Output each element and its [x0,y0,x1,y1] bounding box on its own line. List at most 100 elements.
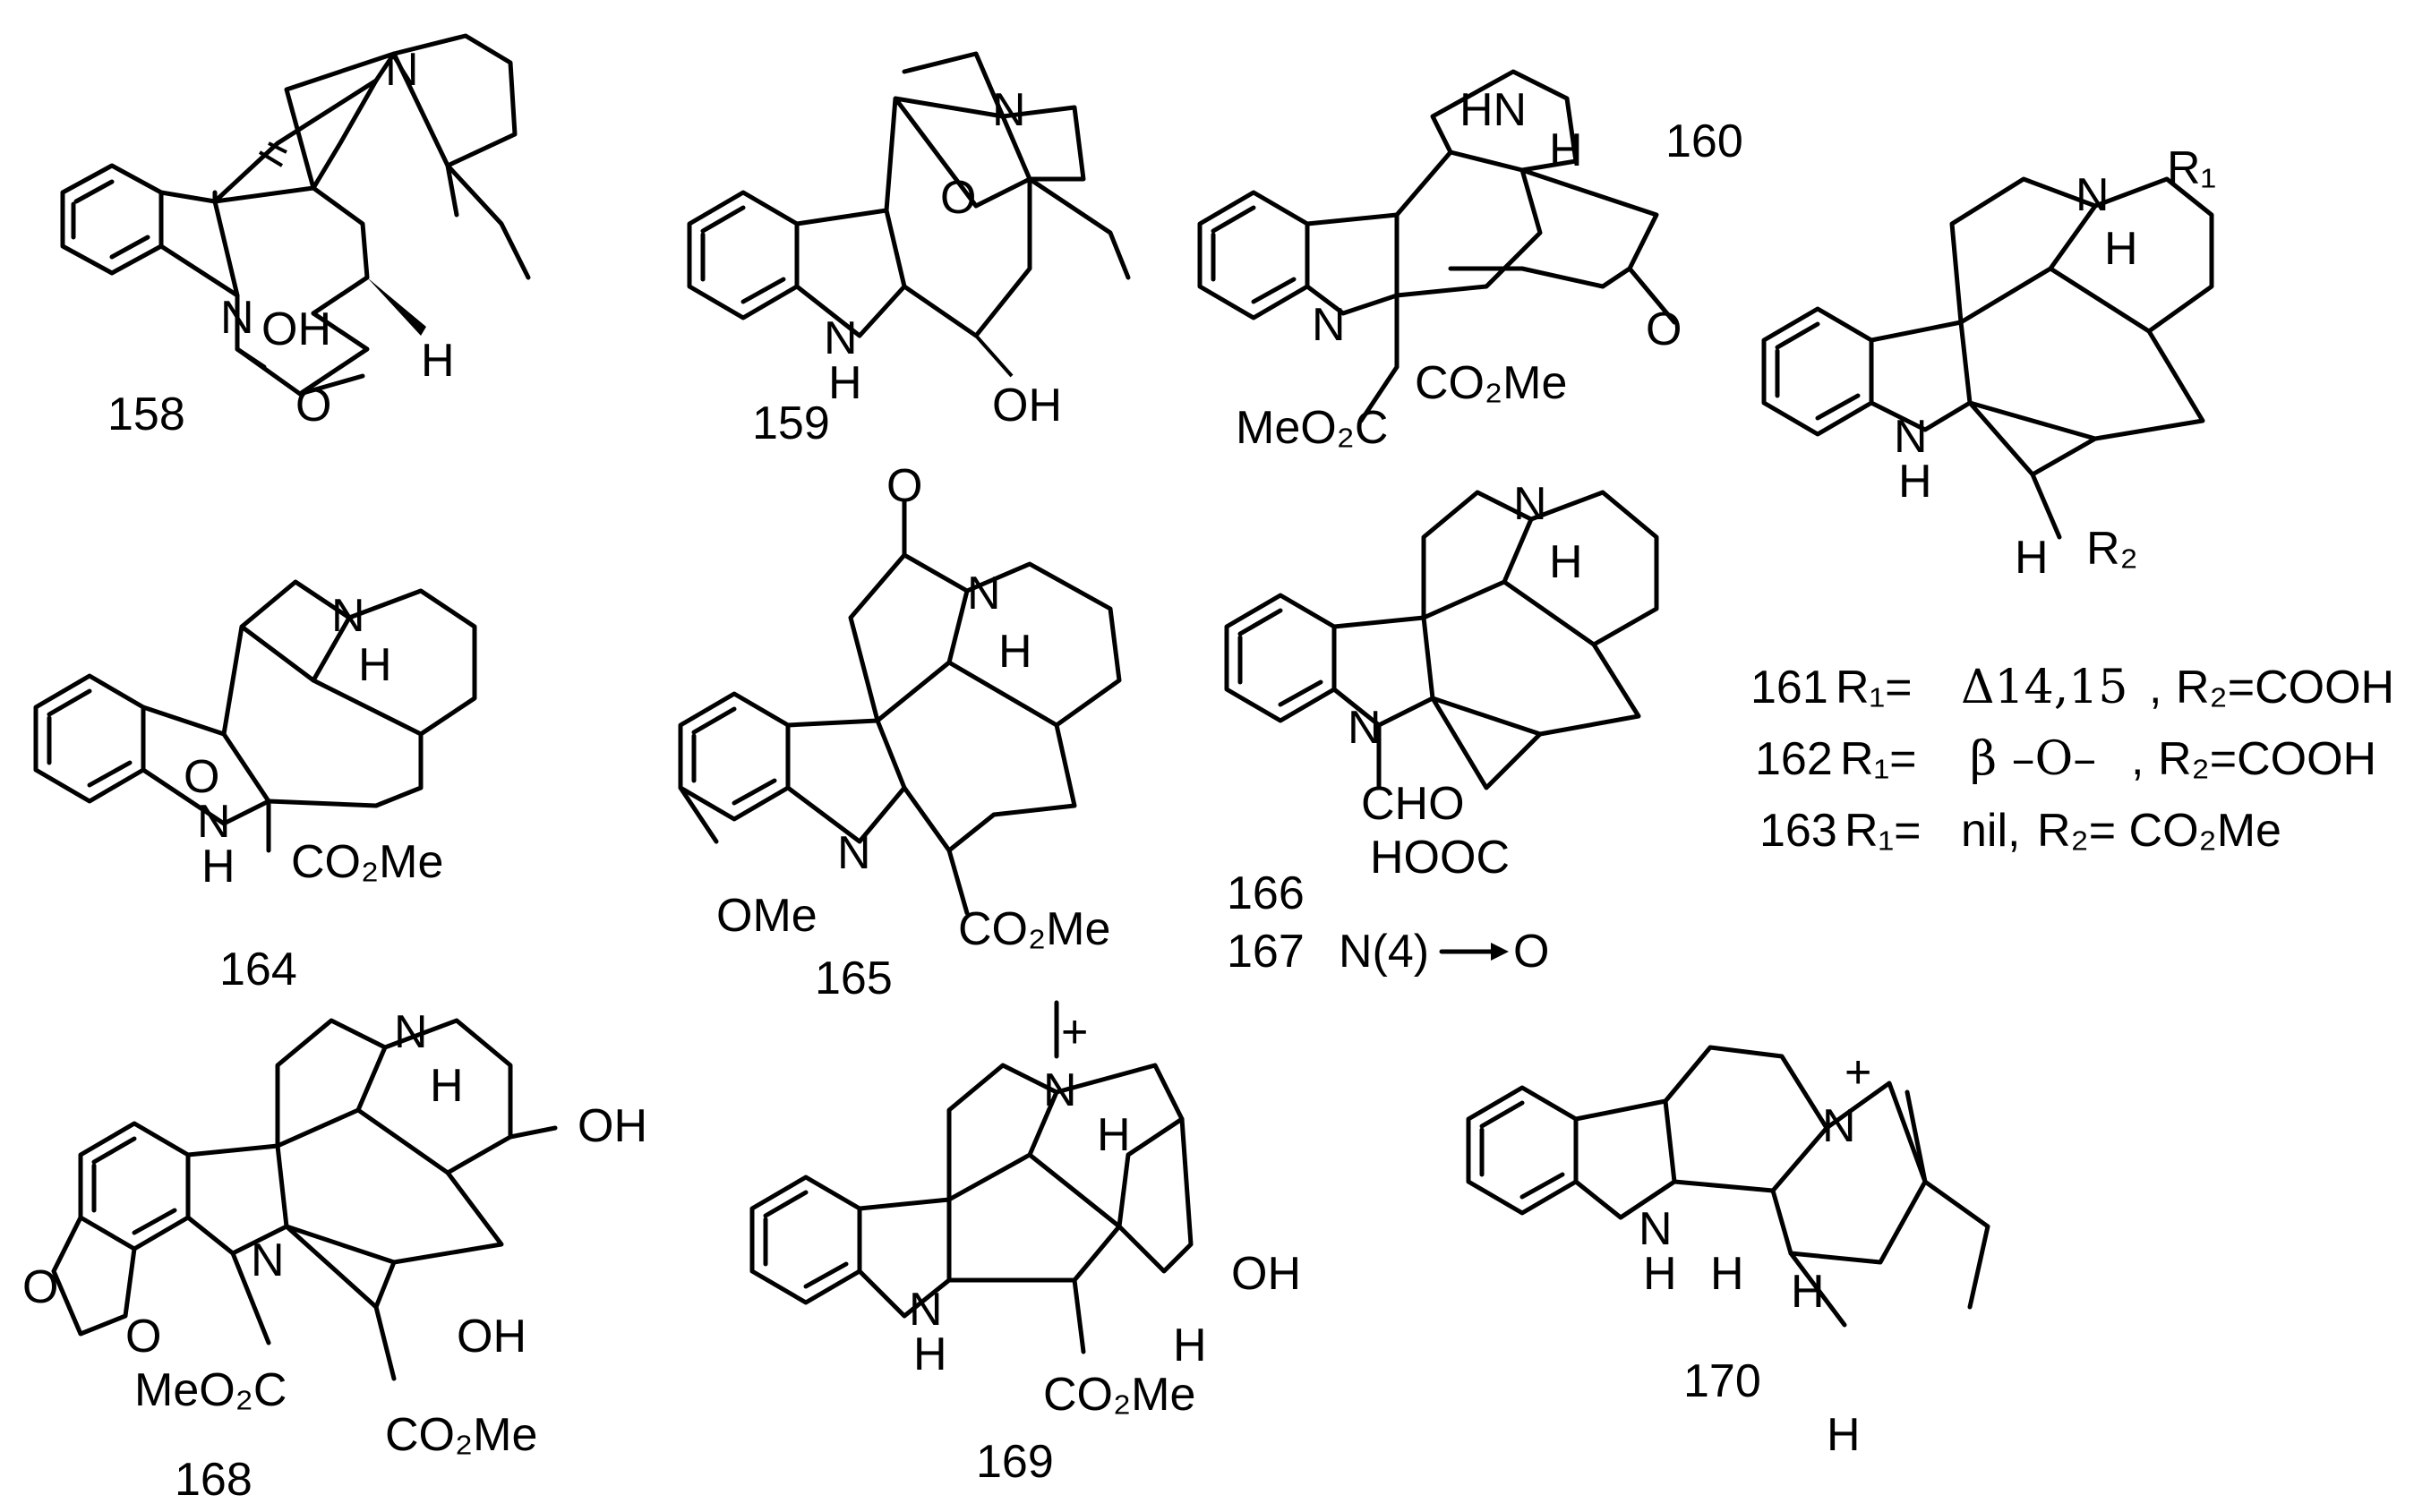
atom-co2me-165: CO₂Me [958,903,1110,955]
label-159: 159 [752,397,830,449]
atom-co2me-169: CO₂Me [1043,1369,1195,1421]
structure-164: N H O N H CO₂Me 164 [33,579,477,995]
legend-161-r1-value: Δ14,15 [1961,661,2127,714]
structure-170: N + N H H H H 170 [1466,1045,1990,1461]
atom-h-169: H [1097,1109,1131,1161]
atom-n-168: N [394,1006,428,1058]
atom-oh2-168: OH [457,1311,526,1363]
legend-162-r2: R₂=COOH [2158,733,2376,785]
atom-oh-169: OH [1231,1248,1301,1300]
atom-oh-168: OH [578,1100,647,1152]
atom-h-165: H [998,626,1032,678]
atom-nh-161: N [1894,411,1928,463]
atom-plus-170: + [1845,1046,1871,1098]
atom-oh-159: OH [992,380,1062,431]
atom-nh-h-161: H [1898,456,1932,508]
atom-co2me-168: CO₂Me [385,1409,537,1461]
legend-163: 163 R₁= nil, R₂= CO₂Me [1759,805,2281,857]
atom-meo2c-160: MeO₂C [1236,402,1388,454]
atom-n-164: N [331,590,365,642]
atom-n-161: N [2076,169,2110,221]
structure-169: N + H OH N H H CO₂Me 169 [749,1000,1301,1488]
atom-hn-160: HN [1459,84,1527,136]
atom-ring-n-166: N [1348,702,1382,754]
atom-plus-169: + [1061,1006,1088,1058]
atom-r2-161: R₂ [2086,523,2138,575]
structure-161-163: N R₁ H N H H R₂ [1761,142,2216,584]
legend-161-sep: , [2149,662,2161,713]
atom-h3-170: H [1827,1409,1861,1461]
atom-nh-164: N [197,796,231,848]
legend-161: 161 R₁= Δ14,15 , R₂=COOH [1750,661,2394,714]
atom-h-168: H [430,1060,464,1112]
legend-162-sep: , [2131,733,2144,785]
structure-168: N H OH N O O OH MeO₂C CO₂Me 168 [22,1006,647,1506]
label-167: 167 [1227,926,1305,978]
atom-ring-n-168: N [251,1234,285,1286]
atom-nh-h-159: H [828,357,862,409]
legend-161-r2: R₂=COOH [2176,662,2394,713]
atom-nh-h-164: H [201,841,235,893]
label-166: 166 [1227,867,1305,919]
legend-163-num: 163 [1759,805,1837,857]
atom-o1-168: O [22,1261,58,1313]
atom-h2-169: H [1173,1320,1207,1371]
structure-167: 167 N(4) O [1227,926,1549,978]
label-165: 165 [815,952,893,1004]
atom-cho-166: CHO [1361,778,1465,830]
legend-163-r2: R₂= CO₂Me [2037,805,2281,857]
atom-h-158: H [421,335,455,387]
atom-r1-161: R₁ [2167,142,2216,194]
atom-nh-h-170: H [1643,1248,1677,1300]
atom-nh-169: N [909,1284,943,1336]
legend-162-r1-label: R₁= [1840,733,1916,785]
atom-o-160: O [1646,303,1682,355]
atom-o2-168: O [125,1311,161,1363]
structure-166: N H N CHO HOOC 166 [1224,478,1659,919]
atom-n-165: N [967,568,1001,619]
atom-o-165: O [886,460,922,512]
atom-meo2c-168: MeO₂C [134,1364,287,1416]
atom-h-160: H [1549,124,1583,176]
atom-n-159: N [992,84,1026,136]
atom-n-170: N [1822,1100,1856,1152]
atom-h1-170: H [1710,1248,1744,1300]
atom-o-164: O [184,751,219,803]
label-164: 164 [219,944,297,995]
atom-co2me-160: CO₂Me [1415,357,1567,409]
atom-hooc-166: HOOC [1370,832,1510,884]
label-168: 168 [175,1454,253,1506]
atom-n-166: N [1513,478,1547,530]
structure-165: O N H N OMe CO₂Me 165 [678,460,1122,1004]
label-167-n4: N(4) [1339,926,1429,978]
atom-oh-158: OH [261,303,331,355]
label-160: 160 [1665,115,1743,167]
structure-158: N OH O H N 158 [60,33,531,440]
atom-h2-170: H [1791,1266,1825,1318]
label-167-o: O [1513,926,1549,978]
atom-nh-159: N [824,312,858,364]
atom-n-158: N [385,44,419,96]
atom-co2me-164: CO₂Me [291,836,443,888]
atom-ring-n-165: N [837,827,871,879]
label-158: 158 [107,389,185,440]
atom-h-166: H [1549,536,1583,588]
atom-h2-161: H [2015,532,2049,584]
atom-nh-170: N [1639,1203,1673,1255]
atom-h-161: H [2104,223,2138,275]
atom-o-159: O [940,172,976,224]
atom-n-169: N [1043,1064,1077,1116]
label-170: 170 [1683,1355,1761,1407]
atom-ring-n-158: N [220,292,254,344]
legend-162-num: 162 [1755,733,1833,785]
legend-162-r1-value: β –O– [1970,732,2096,786]
atom-ome-165: OMe [716,890,817,942]
legend-162: 162 R₁= β –O– , R₂=COOH [1755,732,2376,786]
arrow-head-167 [1491,943,1509,961]
legend-163-r1-value: nil, [1961,805,2020,857]
atom-h-164: H [358,639,392,691]
legend-161-r1-label: R₁= [1836,662,1912,713]
legend-163-r1-label: R₁= [1845,805,1921,857]
label-169: 169 [976,1436,1054,1488]
